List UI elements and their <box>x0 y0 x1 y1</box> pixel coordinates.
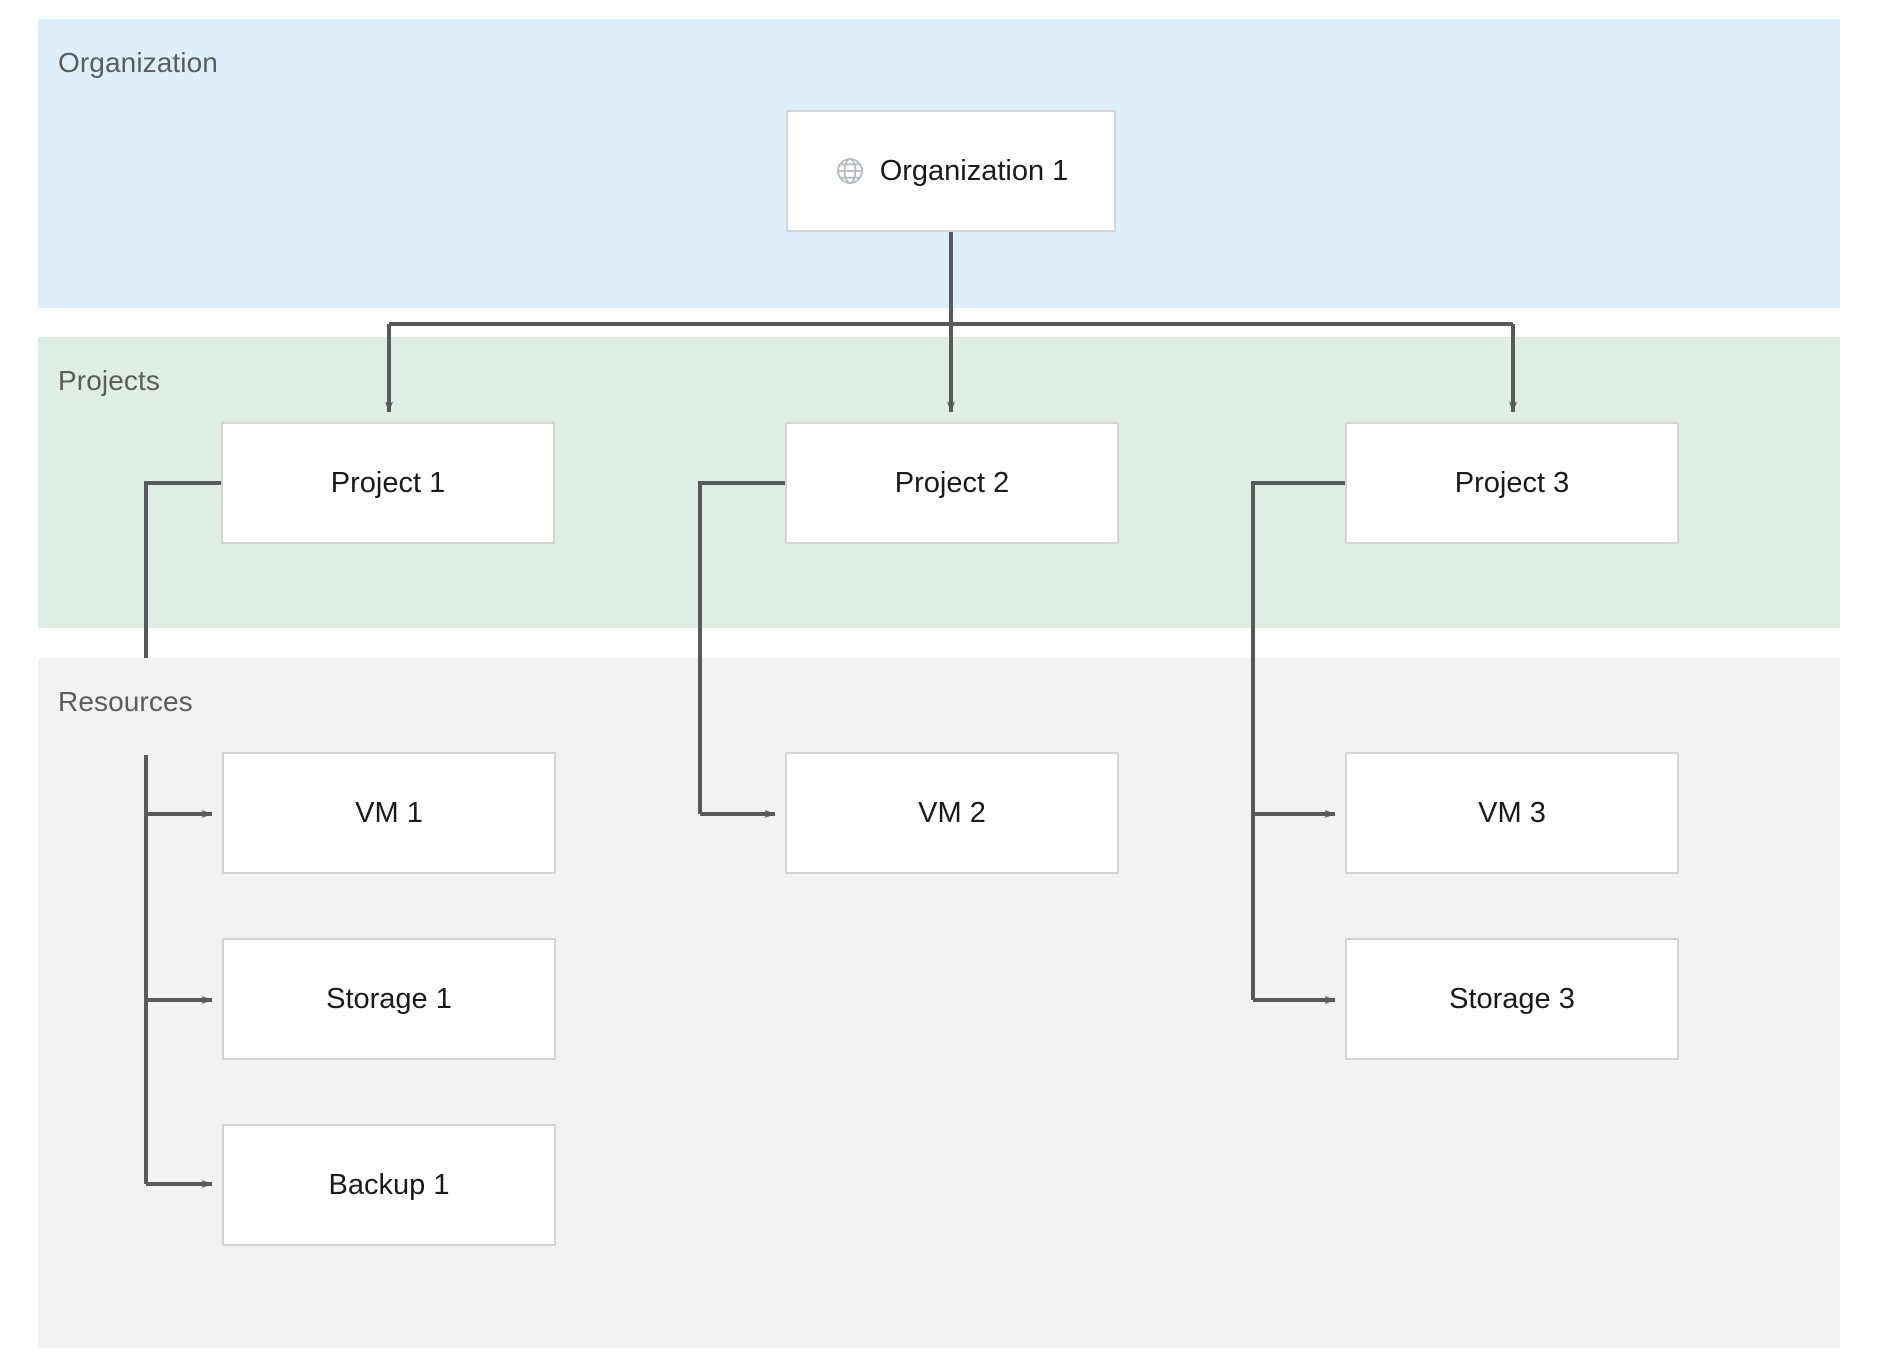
node-label-backup-1: Backup 1 <box>328 1168 450 1201</box>
band-label-organization: Organization <box>58 47 218 78</box>
band-label-resources: Resources <box>58 686 193 717</box>
band-label-projects: Projects <box>58 365 160 396</box>
node-label-organization-1: Organization 1 <box>879 154 1069 187</box>
node-project-3[interactable]: Project 3 <box>1345 422 1679 544</box>
node-label-vm-3: VM 3 <box>1478 796 1546 829</box>
node-organization-1[interactable]: Organization 1 <box>786 110 1116 232</box>
globe-icon <box>834 155 866 187</box>
node-vm-2[interactable]: VM 2 <box>785 752 1119 874</box>
node-label-storage-3: Storage 3 <box>1449 982 1575 1015</box>
node-backup-1[interactable]: Backup 1 <box>222 1124 556 1246</box>
node-project-2[interactable]: Project 2 <box>785 422 1119 544</box>
node-label-vm-2: VM 2 <box>918 796 986 829</box>
node-label-project-1: Project 1 <box>330 466 446 499</box>
node-vm-3[interactable]: VM 3 <box>1345 752 1679 874</box>
node-project-1[interactable]: Project 1 <box>221 422 555 544</box>
node-storage-3[interactable]: Storage 3 <box>1345 938 1679 1060</box>
node-label-vm-1: VM 1 <box>355 796 423 829</box>
node-vm-1[interactable]: VM 1 <box>222 752 556 874</box>
node-storage-1[interactable]: Storage 1 <box>222 938 556 1060</box>
node-label-project-2: Project 2 <box>894 466 1010 499</box>
node-label-storage-1: Storage 1 <box>326 982 452 1015</box>
node-label-project-3: Project 3 <box>1454 466 1570 499</box>
